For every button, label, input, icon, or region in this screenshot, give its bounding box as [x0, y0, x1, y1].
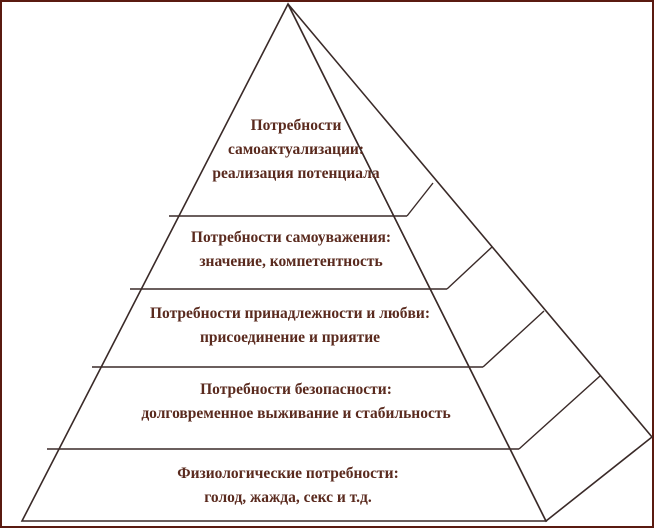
level-self-actualization-line2: самоактуализации: — [227, 141, 364, 159]
level-physiological-line2: голод, жажда, секс и т.д. — [204, 489, 372, 507]
level-self-actualization-title: Потребности — [250, 117, 342, 134]
pyramid-side-face — [287, 3, 654, 523]
level-esteem-line2: значение, компетентность — [199, 253, 383, 271]
level-physiological-title: Физиологические потребности: — [177, 465, 399, 482]
level-belonging-title: Потребности принадлежности и любви: — [150, 305, 430, 322]
level-safety: Потребности безопасности: долговременное… — [141, 378, 450, 426]
level-esteem-title: Потребности самоуважения: — [190, 229, 392, 246]
divider-4-side — [518, 375, 601, 450]
level-belonging: Потребности принадлежности и любви: прис… — [150, 302, 430, 350]
level-esteem: Потребности самоуважения: значение, комп… — [191, 226, 391, 274]
level-safety-line2: долговременное выживание и стабильность — [141, 405, 451, 423]
divider-1-side — [406, 182, 434, 217]
divider-2-side — [446, 246, 493, 290]
divider-3-side — [482, 310, 545, 368]
level-self-actualization: Потребности самоактуализации: реализация… — [212, 114, 379, 186]
level-physiological: Физиологические потребности: голод, жажд… — [177, 462, 398, 510]
level-self-actualization-line3: реализация потенциала — [212, 165, 380, 183]
level-belonging-line2: присоединение и приятие — [199, 329, 381, 347]
level-safety-title: Потребности безопасности: — [200, 381, 392, 398]
